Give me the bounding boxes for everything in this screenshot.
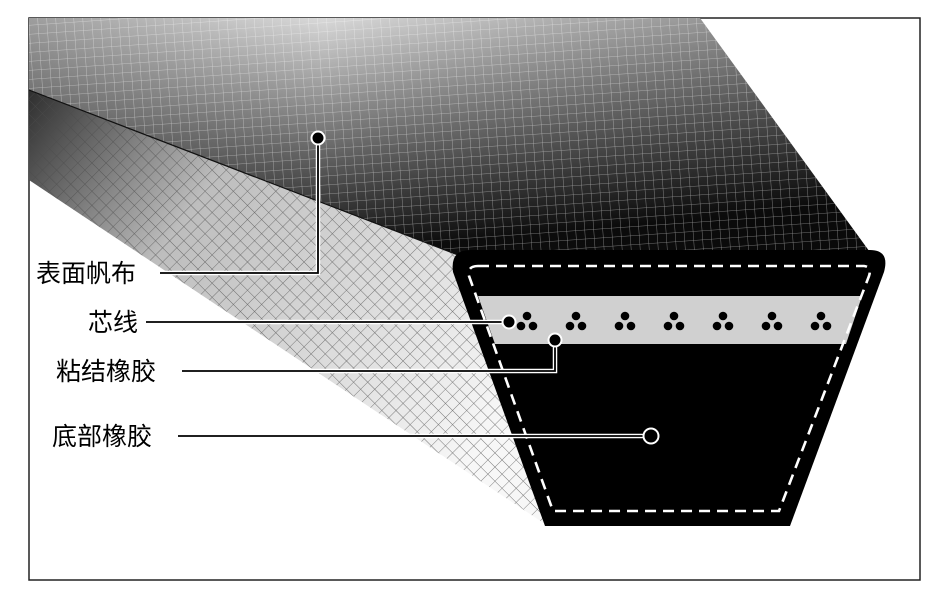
leader-surface-fabric [160,130,326,276]
label-surface-fabric: 表面帆布 [36,259,136,288]
cord-clusters [516,311,832,331]
label-cord: 芯线 [88,308,138,337]
leader-cord [146,314,517,330]
cord-7 [810,311,832,331]
cord-4 [663,311,685,331]
belt-side-face [29,90,548,526]
marker-base-rubber [642,427,660,445]
marker-bonding-rubber [547,332,563,348]
belt-top-face [29,18,872,255]
leader-bonding-rubber [182,332,563,374]
marker-cord [501,314,517,330]
cord-2 [565,311,587,331]
cord-5 [712,311,734,331]
cord-1 [516,311,538,331]
fabric-dashed-outline [467,264,872,513]
leader-base-rubber [178,427,660,445]
label-bonding-rubber: 粘结橡胶 [56,357,156,386]
cord-6 [761,311,783,331]
belt-cross-section [452,250,886,526]
label-base-rubber: 底部橡胶 [52,422,152,451]
marker-surface-fabric [310,130,326,146]
cord-3 [614,311,636,331]
cord-band [478,296,862,344]
